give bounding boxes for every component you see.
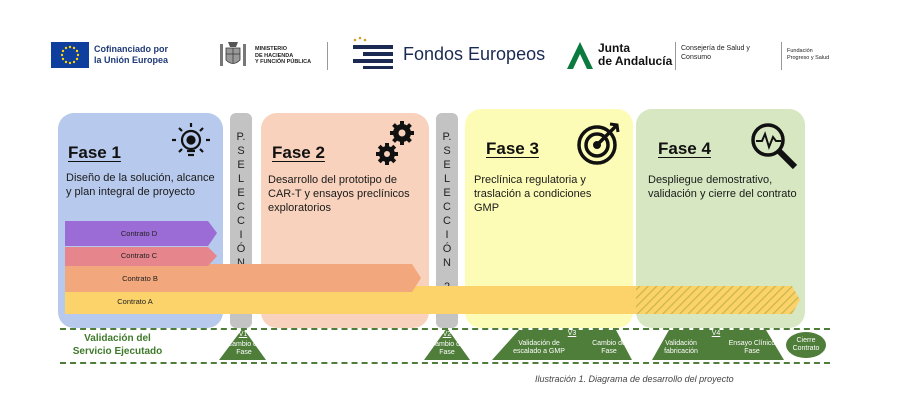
validation-dashed-line-bottom [60, 362, 830, 364]
selection-letter: E [237, 159, 245, 171]
contract-b-label: Contrato B [122, 274, 158, 283]
milestone-v1-text: Cambio de Fase [227, 341, 261, 356]
figure-caption: Ilustración 1. Diagrama de desarrollo de… [535, 374, 734, 384]
contract-d-bar [65, 221, 217, 246]
phase-3-description: Preclínica regulatoria y traslación a co… [474, 174, 592, 214]
separator [675, 42, 676, 70]
selection-letter: N [443, 257, 451, 269]
contract-a-hatched-segment [636, 286, 800, 314]
contract-c-label: Contrato C [120, 251, 158, 260]
selection-letter: E [237, 187, 245, 199]
validation-line2: Servicio Ejecutado [72, 346, 163, 357]
milestone-v2-label: V2 [442, 331, 452, 338]
fundacion-text: Fundación Progreso y Salud [787, 48, 829, 62]
selection-letter: P. [442, 131, 452, 143]
fondos-europeos-flag-icon [351, 36, 395, 70]
consejeria-line1: Consejería de Salud y [681, 45, 750, 52]
validation-label: Validación del Servicio Ejecutado [55, 332, 180, 358]
eu-logo-text: Cofinanciado por la Unión Europea [94, 44, 168, 66]
phase-3-title: Fase 3 [486, 139, 539, 158]
phase-4-title: Fase 4 [658, 139, 711, 158]
fondos-europeos-text: Fondos Europeos [403, 44, 546, 64]
phase-2-description: Desarrollo del prototipo de CAR-T y ensa… [268, 174, 410, 214]
consejeria-text: Consejería de Salud y Consumo [681, 45, 750, 62]
milestone-v3-text2: Cambio de Fase [592, 340, 626, 355]
contract-a-label: Contrato A [117, 297, 153, 306]
milestone-v2-shape [424, 328, 470, 360]
milestone-v1-label: V1 [238, 331, 248, 338]
gears-icon [373, 120, 417, 168]
ministerio-line3: Y FUNCIÓN PÚBLICA [255, 59, 312, 65]
selection-letter: C [237, 215, 245, 227]
separator [781, 42, 782, 70]
selection-letter: S [237, 145, 245, 157]
milestone-v4-label: V4 [711, 330, 721, 337]
milestone-v3-label: V3 [567, 330, 577, 337]
selection-letter: Ó [236, 243, 246, 255]
selection-letter: I [239, 229, 243, 241]
magnifier-heartbeat-icon [748, 120, 800, 172]
contract-a-bar [65, 286, 636, 314]
validation-line1: Validación del [84, 333, 151, 344]
fundacion-line1: Fundación [787, 48, 813, 54]
selection-letter: E [443, 159, 451, 171]
milestone-v3-text1: Validación de escalado a GMP [513, 340, 565, 355]
contract-c-bar [65, 247, 217, 266]
junta-line2: de Andalucía [598, 54, 673, 68]
selection-letter: L [237, 173, 245, 185]
ministerio-line1: MINISTERIO [255, 46, 288, 52]
phase-4-description: Despliegue demostrativo, validación y ci… [648, 174, 797, 200]
eu-line1: Cofinanciado por [94, 44, 168, 54]
separator [327, 42, 328, 70]
spain-coat-of-arms-icon [216, 38, 250, 72]
eu-flag-icon [51, 42, 89, 68]
contract-d-label: Contrato D [120, 229, 158, 238]
milestone-v4-shape [652, 330, 784, 360]
phase-1-description: Diseño de la solución, alcance y plan in… [66, 172, 215, 198]
fundacion-line2: Progreso y Salud [787, 55, 830, 61]
milestone-v1-shape [219, 328, 266, 360]
selection-2-column [436, 113, 458, 328]
phase-1-title: Fase 1 [68, 143, 121, 162]
milestone-v4-text1: Validación fabricación [664, 340, 698, 355]
eu-line2: la Unión Europea [94, 55, 169, 65]
ministerio-text: MINISTERIO DE HACIENDA Y FUNCIÓN PÚBLICA [255, 46, 311, 66]
junta-andalucia-logo-icon [565, 40, 595, 70]
milestone-v3-shape [492, 330, 632, 360]
milestone-v4-text2: Ensayo Clínico Fase [728, 340, 776, 355]
selection-letter: Ó [442, 243, 452, 255]
junta-text: Junta de Andalucía [598, 42, 672, 68]
selection-letter: E [443, 187, 451, 199]
selection-letter: P. [236, 131, 246, 143]
selection-letter: C [443, 215, 451, 227]
selection-letter: L [443, 173, 451, 185]
selection-letter: N [237, 257, 245, 269]
target-icon [574, 118, 624, 168]
validation-dashed-line-top [60, 328, 830, 330]
selection-letter: I [445, 229, 449, 241]
ministerio-line2: DE HACIENDA [255, 52, 294, 59]
selection-letter: C [237, 201, 245, 213]
milestone-cierre-text: Cierre Contrato [792, 337, 820, 352]
consejeria-line2: Consumo [681, 53, 711, 61]
selection-letter: S [443, 145, 451, 157]
selection-letter: C [443, 201, 451, 213]
milestone-v2-text: Cambio de Fase [430, 341, 464, 356]
lightbulb-icon [169, 120, 213, 164]
junta-line1: Junta [598, 41, 631, 55]
milestone-cierre-shape [786, 332, 826, 358]
contract-b-bar [65, 264, 421, 292]
phase-2-title: Fase 2 [272, 143, 325, 162]
